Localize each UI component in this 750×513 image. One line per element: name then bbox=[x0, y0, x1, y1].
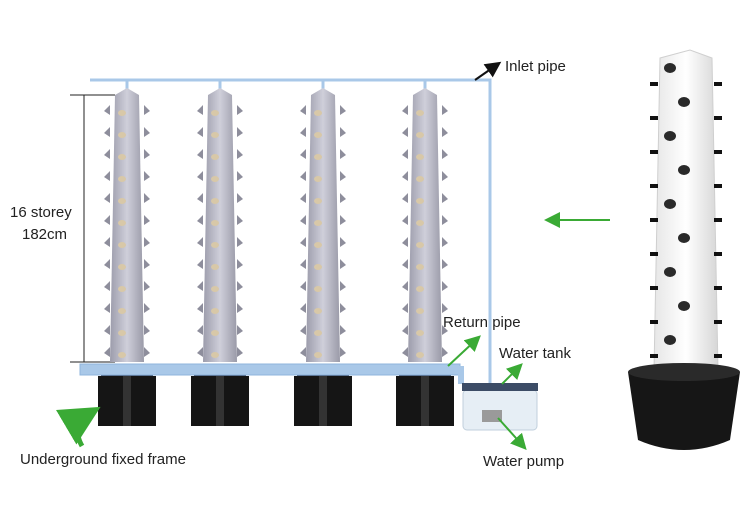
tower-4 bbox=[402, 80, 448, 362]
plant-pocket bbox=[664, 335, 676, 345]
height-cm-label: 182cm bbox=[22, 226, 68, 243]
water-pump bbox=[482, 410, 502, 422]
underground-fixed-frame bbox=[98, 368, 156, 426]
water-pump-label: Water pump bbox=[483, 453, 565, 470]
underground-frame-arrow bbox=[55, 406, 101, 448]
tower-2 bbox=[197, 80, 243, 362]
plant-pocket bbox=[678, 165, 690, 175]
return-pipe-drop bbox=[458, 366, 464, 384]
return-pipe-base bbox=[79, 363, 461, 376]
underground-fixed-frame bbox=[294, 368, 352, 426]
plant-pocket bbox=[664, 199, 676, 209]
height-dimension-line bbox=[70, 94, 115, 363]
tower-1 bbox=[104, 80, 150, 362]
water-pump-arrow bbox=[497, 417, 527, 450]
single-tower-product bbox=[628, 49, 740, 450]
tower-3 bbox=[300, 80, 346, 362]
water-tank-label: Water tank bbox=[499, 345, 571, 362]
underground-frame-label: Underground fixed frame bbox=[20, 451, 186, 468]
plant-pocket bbox=[664, 267, 676, 277]
plant-pocket bbox=[678, 233, 690, 243]
inlet-pipe-arrow bbox=[474, 61, 502, 81]
water-tank-arrow bbox=[501, 363, 523, 385]
plant-pocket bbox=[678, 301, 690, 311]
plant-pocket bbox=[664, 63, 676, 73]
height-storey-label: 16 storey bbox=[10, 204, 72, 221]
plant-pocket bbox=[664, 131, 676, 141]
return-pipe-label: Return pipe bbox=[443, 314, 521, 331]
plant-pocket bbox=[678, 97, 690, 107]
underground-fixed-frame bbox=[396, 368, 454, 426]
black-pot bbox=[628, 366, 740, 450]
return-pipe-arrow bbox=[447, 335, 481, 367]
inlet-pipe bbox=[90, 78, 492, 400]
underground-fixed-frame bbox=[191, 368, 249, 426]
inlet-pipe-label: Inlet pipe bbox=[505, 58, 566, 75]
water-tank bbox=[462, 383, 538, 431]
